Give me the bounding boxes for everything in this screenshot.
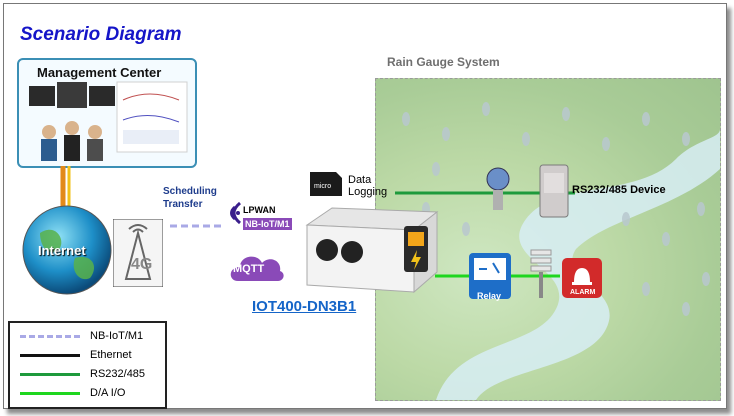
- svg-text:4G: 4G: [131, 256, 152, 273]
- internet-label: Internet: [38, 243, 86, 258]
- device-model-label: IOT400-DN3B1: [252, 298, 357, 315]
- internet-globe-icon: [22, 205, 112, 295]
- management-center-image: [29, 81, 188, 161]
- scheduling-transfer-label: Scheduling Transfer: [163, 186, 217, 210]
- raindrops: [402, 102, 710, 316]
- sensor-icon: [486, 167, 510, 210]
- alarm-label: ALARM: [570, 289, 596, 296]
- tower-4g-icon: 4G: [113, 219, 163, 287]
- svg-text:micro: micro: [314, 183, 331, 190]
- sd-card-icon: micro: [310, 172, 342, 196]
- relay-label: Relay: [477, 291, 502, 301]
- rain-gauge-region: [375, 78, 721, 401]
- legend-box: NB-IoT/M1 Ethernet RS232/485 D/A I/O: [8, 321, 167, 409]
- legend-label: RS232/485: [90, 368, 146, 380]
- nbiot-badge: NB-IoT/M1: [243, 218, 292, 230]
- legend-label: NB-IoT/M1: [90, 330, 144, 342]
- data-logging-label: Data Logging: [348, 174, 388, 198]
- legend-label: D/A I/O: [90, 387, 126, 399]
- management-center-box: [17, 58, 197, 168]
- legend-item: NB-IoT/M1: [10, 327, 165, 345]
- rain-gauge-background: [402, 102, 720, 400]
- weather-sensor-icon: [530, 249, 552, 298]
- legend-item: Ethernet: [10, 346, 165, 364]
- management-center-label: Management Center: [37, 65, 162, 80]
- alarm-icon: [562, 258, 602, 298]
- rs-device-label: RS232/485 Device: [572, 184, 666, 196]
- lpwan-label: LPWAN: [243, 205, 276, 215]
- legend-swatch: [20, 373, 80, 376]
- relay-icon: [469, 253, 511, 299]
- legend-swatch: [20, 392, 80, 395]
- mqtt-cloud-icon: [230, 256, 284, 281]
- diagram-title: Scenario Diagram: [20, 24, 182, 45]
- mqtt-label: MQTT: [233, 263, 265, 275]
- legend-item: D/A I/O: [10, 384, 165, 402]
- legend-swatch: [20, 335, 80, 338]
- wifi-signal-icon: [230, 201, 242, 225]
- legend-label: Ethernet: [90, 349, 132, 361]
- legend-item: RS232/485: [10, 365, 165, 383]
- rs-device-box-icon: [539, 164, 569, 218]
- legend-swatch: [20, 354, 80, 357]
- battery-icon: [404, 226, 428, 272]
- rain-gauge-title: Rain Gauge System: [387, 55, 500, 69]
- river-shape: [436, 129, 720, 400]
